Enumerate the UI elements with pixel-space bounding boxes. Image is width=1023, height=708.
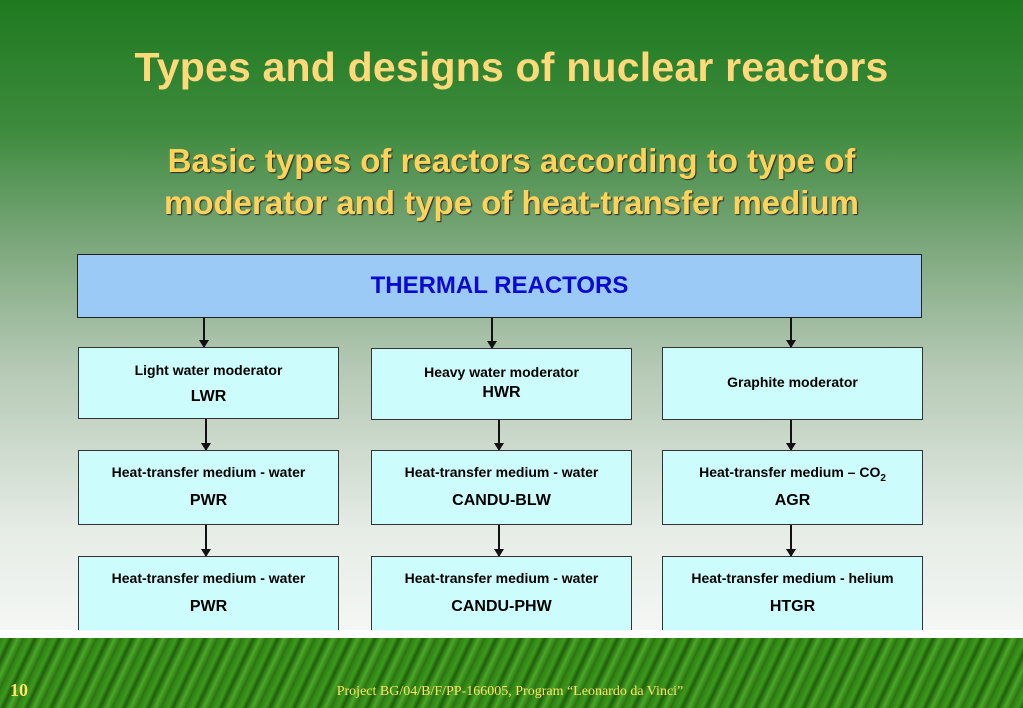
thermal-reactors-box: THERMAL REACTORS xyxy=(77,254,922,318)
arrow-root-lwr xyxy=(199,318,209,348)
grass-decoration xyxy=(0,638,1023,708)
htgr-code: HTGR xyxy=(769,598,816,615)
agr-label: Heat-transfer medium – CO2 xyxy=(663,464,922,484)
hwr-label: Heavy water moderator xyxy=(424,364,579,380)
lwr-code: LWR xyxy=(190,388,227,405)
slide-subtitle: Basic types of reactors according to typ… xyxy=(0,140,1023,224)
candu-phw-code: CANDU-PHW xyxy=(451,598,552,615)
agr-label-sub: 2 xyxy=(880,472,886,484)
arrow-pwr-pwr xyxy=(201,525,211,557)
agr-label-text: Heat-transfer medium – CO xyxy=(699,464,881,480)
candu-blw-code: CANDU-BLW xyxy=(452,492,551,509)
graphite-box: Graphite moderator xyxy=(662,347,923,420)
htgr-label: Heat-transfer medium - helium xyxy=(691,570,894,586)
agr-box: Heat-transfer medium – CO2 AGR xyxy=(662,450,923,525)
pwr-box-1: Heat-transfer medium - water PWR xyxy=(78,450,339,525)
pwr-2-label: Heat-transfer medium - water xyxy=(111,570,306,586)
pwr-box-2: Heat-transfer medium - water PWR xyxy=(78,556,339,631)
htgr-box: Heat-transfer medium - helium HTGR xyxy=(662,556,923,631)
pwr-2-code: PWR xyxy=(189,598,228,615)
slide-title: Types and designs of nuclear reactors xyxy=(134,44,889,90)
candu-blw-label: Heat-transfer medium - water xyxy=(404,464,599,480)
arrow-hwr-blw xyxy=(494,420,504,451)
agr-code: AGR xyxy=(774,491,811,509)
hwr-box: Heavy water moderator HWR xyxy=(371,348,632,420)
hwr-code: HWR xyxy=(482,384,521,401)
pwr-1-label: Heat-transfer medium - water xyxy=(111,464,306,480)
candu-phw-label: Heat-transfer medium - water xyxy=(404,570,599,586)
arrow-agr-htgr xyxy=(786,525,796,557)
arrow-root-graphite xyxy=(786,318,796,348)
graphite-label: Graphite moderator xyxy=(727,374,858,390)
subtitle-line-1: Basic types of reactors according to typ… xyxy=(167,142,856,179)
lwr-label: Light water moderator xyxy=(134,362,283,378)
candu-phw-box: Heat-transfer medium - water CANDU-PHW xyxy=(371,556,632,631)
pwr-1-code: PWR xyxy=(189,492,228,509)
arrow-lwr-pwr xyxy=(201,419,211,451)
arrow-graphite-agr xyxy=(786,420,796,451)
page-number: 10 xyxy=(10,680,28,700)
subtitle-line-2: moderator and type of heat-transfer medi… xyxy=(164,184,859,221)
arrow-root-hwr xyxy=(487,318,497,349)
candu-blw-box: Heat-transfer medium - water CANDU-BLW xyxy=(371,450,632,525)
lwr-box: Light water moderator LWR xyxy=(78,347,339,419)
arrow-blw-phw xyxy=(494,525,504,557)
footer-text: Project BG/04/B/F/PP-166005, Program “Le… xyxy=(336,684,684,699)
